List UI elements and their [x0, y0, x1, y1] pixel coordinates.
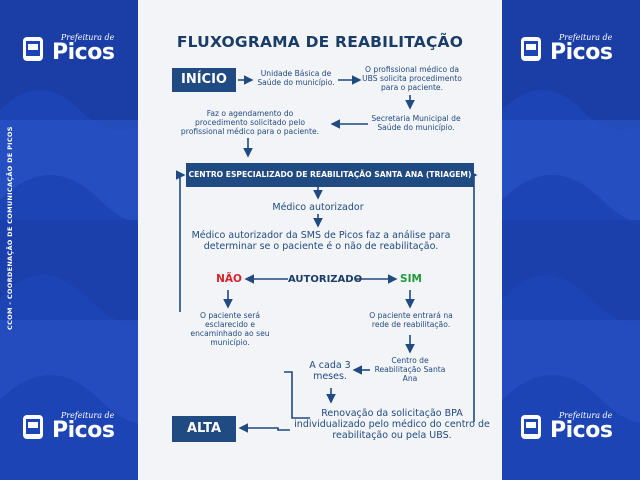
ubs-node: Unidade Básica de Saúde do município. — [257, 69, 335, 87]
centro-triagem-node: CENTRO ESPECIALIZADO DE REABILITAÇÃO SAN… — [186, 163, 474, 187]
wave-pattern — [502, 0, 640, 424]
cada-3-meses-node: A cada 3 meses. — [309, 360, 351, 382]
crest-icon — [23, 37, 43, 61]
secretaria-node: Secretaria Municipal de Saúde do municíp… — [371, 114, 461, 132]
esclarecido-node: O paciente será esclarecido e encaminhad… — [190, 311, 270, 347]
right-side-banner: Prefeitura de Picos Prefeitura de Picos — [502, 0, 640, 480]
medico-autorizador-node: Médico autorizador — [272, 202, 364, 213]
prefeitura-label: Prefeitura de — [60, 33, 115, 42]
centro-reab-node: Centro de Reabilitação Santa Ana — [374, 356, 446, 383]
nao-label: NÃO — [216, 273, 242, 285]
crest-icon — [521, 37, 541, 61]
alta-node: ALTA — [172, 416, 236, 442]
agendamento-node: Faz o agendamento do procedimento solici… — [180, 109, 320, 136]
prefeitura-label: Prefeitura de — [558, 411, 613, 420]
sim-label: SIM — [400, 273, 422, 285]
credit-text: CCOM - COORDENAÇÃO DE COMUNICAÇÃO DE PIC… — [6, 126, 14, 330]
autorizado-label: AUTORIZADO — [288, 274, 363, 285]
crest-icon — [23, 415, 43, 439]
city-label: Picos — [550, 418, 613, 443]
city-label: Picos — [550, 40, 613, 65]
wave-pattern — [0, 0, 138, 424]
prefeitura-label: Prefeitura de — [558, 33, 613, 42]
renovacao-node: Renovação da solicitação BPA individuali… — [294, 408, 490, 441]
crest-icon — [521, 415, 541, 439]
city-label: Picos — [52, 40, 115, 65]
flowchart-panel: FLUXOGRAMA DE REABILITAÇÃO INÍCIO Unidad… — [138, 0, 502, 480]
prefeitura-label: Prefeitura de — [60, 411, 115, 420]
analise-node: Médico autorizador da SMS de Picos faz a… — [191, 230, 451, 252]
inicio-node: INÍCIO — [172, 68, 236, 92]
left-side-banner: Prefeitura de Picos CCOM - COORDENAÇÃO D… — [0, 0, 138, 480]
picos-logo: Prefeitura de Picos — [18, 33, 115, 65]
picos-logo-right: Prefeitura de Picos — [516, 33, 613, 65]
flowchart-title: FLUXOGRAMA DE REABILITAÇÃO — [176, 33, 464, 51]
rede-node: O paciente entrará na rede de reabilitaç… — [369, 311, 453, 329]
medico-ubs-node: O profissional médico da UBS solicita pr… — [362, 65, 462, 92]
picos-logo-right-bottom: Prefeitura de Picos — [516, 411, 613, 443]
flow-arrows — [176, 75, 478, 433]
city-label: Picos — [52, 418, 115, 443]
picos-logo-bottom: Prefeitura de Picos — [18, 411, 115, 443]
